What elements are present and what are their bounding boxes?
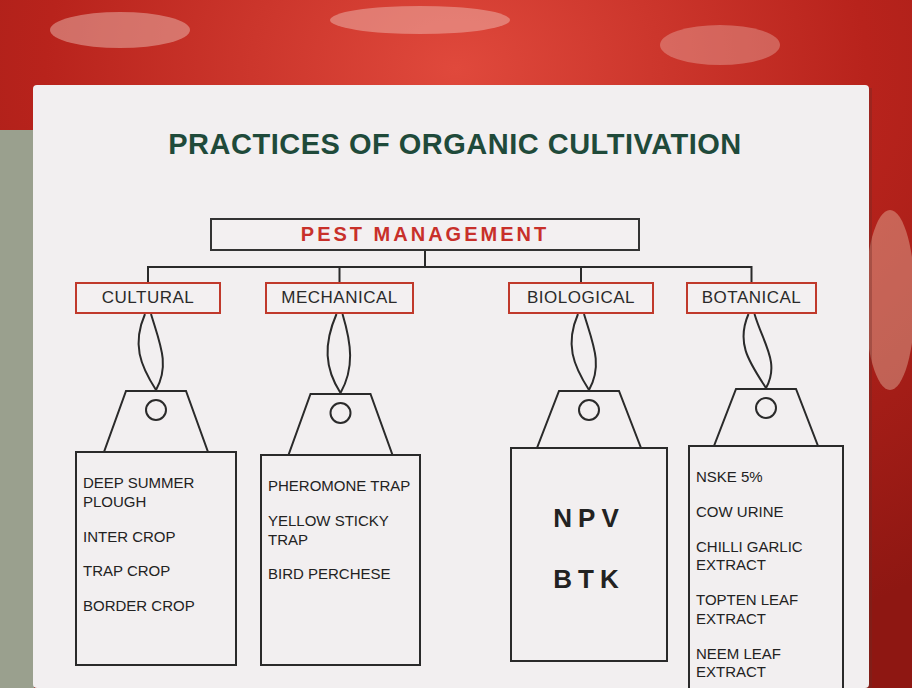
category-box: BIOLOGICAL <box>508 282 654 314</box>
practice-item: BIRD PERCHESE <box>268 565 413 584</box>
item-box-outline <box>261 455 420 665</box>
tag-string <box>139 314 163 390</box>
root-box: PEST MANAGEMENT <box>210 218 640 251</box>
practice-item: NEEM LEAF EXTRACT <box>696 645 836 683</box>
item-list: PHEROMONE TRAP YELLOW STICKY TRAP BIRD PER… <box>260 455 421 666</box>
tag-trapezoid <box>714 389 818 446</box>
practice-item: TOPTEN LEAF EXTRACT <box>696 591 836 629</box>
agent-label: NPV <box>553 502 624 535</box>
item-list: NPV BTK <box>510 448 668 662</box>
category-box: BOTANICAL <box>686 282 817 314</box>
tag-card: NSKE 5% COW URINE CHILLI GARLIC EXTRACT TOP… <box>688 388 844 688</box>
tag-card: DEEP SUMMER PLOUGH INTER CROP TRAP CROP BOR… <box>75 390 237 666</box>
box-label: BIOLOGICAL <box>527 288 635 308</box>
tree-line <box>148 251 425 282</box>
tag-card: NPV BTK <box>510 390 668 662</box>
item-list: DEEP SUMMER PLOUGH INTER CROP TRAP CROP BOR… <box>75 452 237 666</box>
tag-card: PHEROMONE TRAP YELLOW STICKY TRAP BIRD PER… <box>260 393 421 666</box>
diagram-title: PRACTICES OF ORGANIC CULTIVATION <box>40 128 870 161</box>
tree-line <box>340 251 426 282</box>
agent-label: BTK <box>553 563 624 596</box>
practice-item: YELLOW STICKY TRAP <box>268 512 413 550</box>
item-list: NSKE 5% COW URINE CHILLI GARLIC EXTRACT TOP… <box>688 446 844 688</box>
category-box: MECHANICAL <box>265 282 414 314</box>
item-box-outline <box>76 452 236 665</box>
category-box: CULTURAL <box>75 282 221 314</box>
box-label: PEST MANAGEMENT <box>301 223 549 246</box>
tag-trapezoid <box>537 391 641 448</box>
tag-string <box>328 314 351 393</box>
tag-outline <box>260 393 421 666</box>
practice-item: CHILLI GARLIC EXTRACT <box>696 538 836 576</box>
tag-trapezoid <box>289 394 393 455</box>
tag-hole <box>146 400 166 420</box>
item-box-outline <box>689 446 843 688</box>
tag-trapezoid <box>104 391 208 452</box>
tag-hole <box>331 403 351 423</box>
tag-hole <box>579 400 599 420</box>
tag-hole <box>756 398 776 418</box>
tag-string <box>572 314 596 390</box>
item-box-outline <box>511 448 667 661</box>
tree-line <box>425 251 752 282</box>
practice-item: COW URINE <box>696 503 836 522</box>
practice-item: BORDER CROP <box>83 597 229 616</box>
practice-item: NSKE 5% <box>696 468 836 487</box>
box-label: CULTURAL <box>102 288 194 308</box>
box-label: MECHANICAL <box>281 288 397 308</box>
box-label: BOTANICAL <box>702 288 802 308</box>
practice-item: TRAP CROP <box>83 562 229 581</box>
practice-item: DEEP SUMMER PLOUGH <box>83 474 229 512</box>
tag-string <box>743 314 771 388</box>
practice-item: PHEROMONE TRAP <box>268 477 413 496</box>
practice-item: INTER CROP <box>83 528 229 547</box>
